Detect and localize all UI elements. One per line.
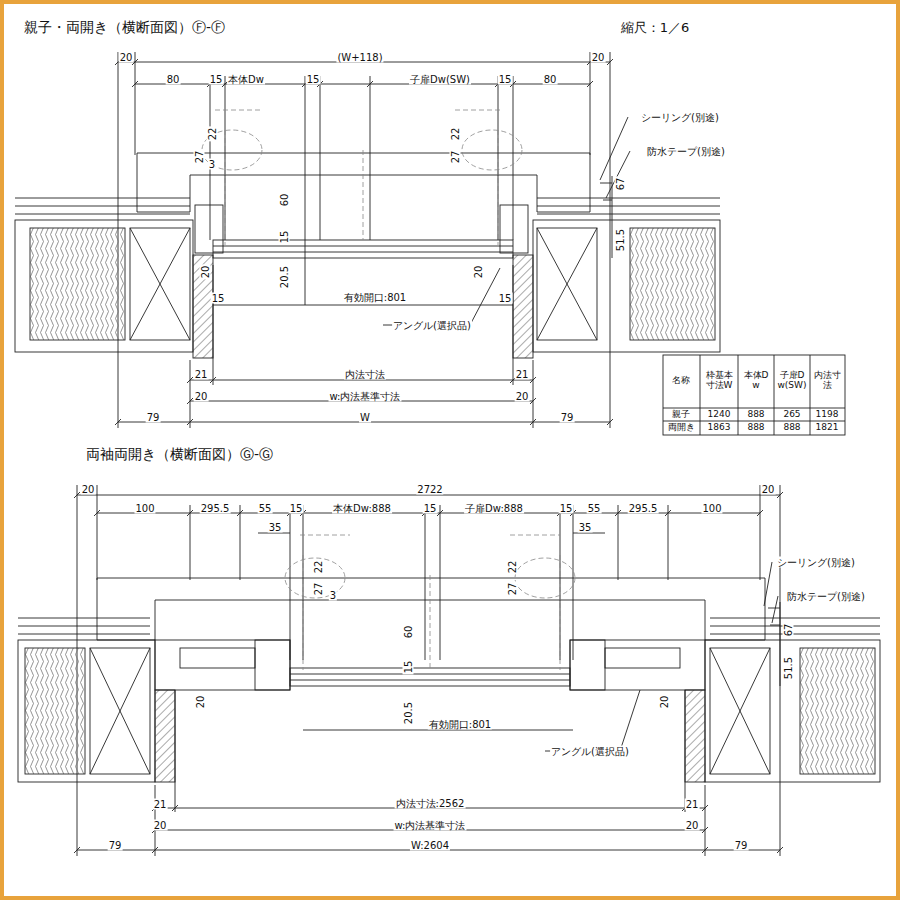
dimension-label: 888 xyxy=(746,423,765,433)
dimension-label: 60 xyxy=(403,625,414,640)
dimension-label: 27 xyxy=(313,582,324,597)
dimension-label: アングル(選択品) xyxy=(392,320,472,331)
dimension-label: 2722 xyxy=(416,484,443,495)
dimension-label: 1240 xyxy=(707,410,732,420)
dimension-label: 35 xyxy=(268,522,283,533)
dimension-label: アングル(選択品) xyxy=(550,746,630,757)
dimension-label: 20 xyxy=(685,820,700,831)
dimension-label: 55 xyxy=(587,503,602,514)
dimension-label: 15 xyxy=(498,74,513,85)
dimension-label: 15 xyxy=(209,74,224,85)
dimension-label: 防水テープ(別途) xyxy=(646,146,726,157)
dimension-label: 15 xyxy=(306,74,321,85)
dimension-label: 20 xyxy=(200,265,211,280)
dimension-label: 20.5 xyxy=(403,701,414,725)
dimension-label: 51.5 xyxy=(783,656,794,680)
dimension-label: 内法寸法:2562 xyxy=(395,798,466,809)
section-heading: 両袖両開き（横断面図）Ⓖ-Ⓖ xyxy=(86,446,273,463)
dimension-label: 79 xyxy=(734,840,749,851)
dimension-label: 15 xyxy=(211,293,226,304)
dimension-label: 100 xyxy=(134,503,155,514)
dimension-label: 1198 xyxy=(815,410,840,420)
dimension-label: 79 xyxy=(560,412,575,423)
dimension-label: 内法寸法 xyxy=(344,369,386,380)
dimension-label: 3 xyxy=(208,159,216,170)
dimension-label: 79 xyxy=(108,840,123,851)
dimension-label: W:2604 xyxy=(410,840,450,851)
table-header: 枠基本寸法W xyxy=(701,371,737,391)
dimension-label: w:内法基準寸法 xyxy=(393,820,466,831)
dimension-label: 80 xyxy=(543,74,558,85)
dimension-label: 67 xyxy=(783,623,794,638)
table-header: 内法寸法 xyxy=(812,371,842,391)
dimension-label: 本体Dw xyxy=(227,74,265,85)
dimension-label: 15 xyxy=(279,230,290,245)
dimension-label: 子扉Dw(SW) xyxy=(409,74,471,85)
table-header: 本体Dw xyxy=(739,371,773,391)
table-header: 子扉Dw(SW) xyxy=(775,371,809,391)
dimension-label: 防水テープ(別途) xyxy=(786,591,866,602)
dimension-label: 21 xyxy=(515,369,530,380)
dimension-label: 20 xyxy=(515,391,530,402)
dimension-label: 51.5 xyxy=(615,228,626,252)
dimension-label: 1863 xyxy=(707,423,732,433)
dimension-label: 15 xyxy=(559,503,574,514)
dimension-label: 21 xyxy=(685,799,700,810)
dimension-label: 265 xyxy=(782,410,801,420)
dimension-label: 79 xyxy=(146,412,161,423)
dimension-label: 20 xyxy=(194,391,209,402)
dimension-label: 295.5 xyxy=(200,503,231,514)
dimension-label: 20 xyxy=(81,484,96,495)
dimension-label: 20 xyxy=(659,695,670,710)
dimension-label: 55 xyxy=(258,503,273,514)
dimension-label: 27 xyxy=(450,150,461,165)
dimension-label: シーリング(別途) xyxy=(776,557,856,568)
dimension-label: 295.5 xyxy=(628,503,659,514)
dimension-label: 20 xyxy=(119,52,134,63)
dimension-label: 22 xyxy=(313,560,324,575)
dimension-label: シーリング(別途) xyxy=(640,112,720,123)
dimension-label: 有効開口:801 xyxy=(428,719,492,730)
dimension-label: 21 xyxy=(194,369,209,380)
dimension-label: 80 xyxy=(166,74,181,85)
dimension-label: 67 xyxy=(615,177,626,192)
dimension-label: 両開き xyxy=(667,423,696,433)
dimension-label: 20 xyxy=(591,52,606,63)
dimension-label: 15 xyxy=(289,503,304,514)
dimension-label: 27 xyxy=(507,582,518,597)
dimension-label: 名称 xyxy=(671,376,691,386)
dimension-label: 15 xyxy=(403,660,414,675)
dimension-label: W xyxy=(359,412,371,423)
dimension-label: 35 xyxy=(578,522,593,533)
dimension-label: 20 xyxy=(473,265,484,280)
dimension-label: 888 xyxy=(746,410,765,420)
dimension-label: 22 xyxy=(207,127,218,142)
dimension-label: w:内法基準寸法 xyxy=(328,391,401,402)
dimension-label: (W+118) xyxy=(336,52,383,63)
drawing-title: 親子・両開き（横断面図）Ⓕ-Ⓕ xyxy=(24,19,225,36)
dimension-label: 60 xyxy=(279,193,290,208)
dimension-label: 22 xyxy=(450,127,461,142)
dimension-label: 本体Dw:888 xyxy=(332,503,392,514)
dimension-label: 親子 xyxy=(671,410,691,420)
dimension-label: 100 xyxy=(701,503,722,514)
dimension-label: 1821 xyxy=(815,423,840,433)
dimension-label: 22 xyxy=(507,560,518,575)
dimension-label: 有効開口:801 xyxy=(343,292,407,303)
dimension-label: 15 xyxy=(423,503,438,514)
dimension-label: 15 xyxy=(498,293,513,304)
dimension-label: 888 xyxy=(782,423,801,433)
dimension-label: 子扉Dw:888 xyxy=(464,503,524,514)
dimension-label: 27 xyxy=(194,150,205,165)
dimension-label: 20 xyxy=(761,484,776,495)
dimension-label: 20 xyxy=(195,695,206,710)
dimension-label: 3 xyxy=(329,590,337,601)
dimension-label: 20 xyxy=(153,820,168,831)
dimension-label: 21 xyxy=(153,799,168,810)
dimension-label: 20.5 xyxy=(279,265,290,289)
dimension-label: 縮尺：1／6 xyxy=(620,21,691,35)
